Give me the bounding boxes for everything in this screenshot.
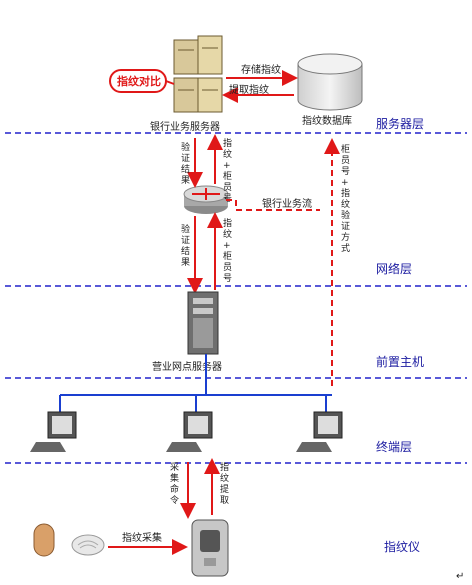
compare-bubble <box>109 69 175 93</box>
collect-command-text: 采集命令 <box>170 462 179 506</box>
layer-label-scanner: 指纹仪 <box>384 539 420 554</box>
store-fingerprint-label: 存储指纹 <box>241 63 281 76</box>
collect-fingerprint-label: 指纹采集 <box>122 531 162 544</box>
fp-extract-text: 指纹提取 <box>220 461 229 506</box>
finger-icon <box>33 523 55 557</box>
database-icon <box>297 53 363 111</box>
layer-label-server: 服务器层 <box>376 116 424 131</box>
corner-mark: ↵ <box>456 571 464 582</box>
layer-label-terminal: 终端层 <box>376 439 412 454</box>
terminal-computer-icon <box>296 411 343 452</box>
server-rack-icon <box>173 35 223 113</box>
layer-dividers <box>5 132 467 464</box>
verify-result-bottom-text: 验证结果 <box>181 223 190 268</box>
fingerprint-icon <box>71 534 105 556</box>
fingerprint-compare-label: 指纹对比 <box>117 74 161 88</box>
bank-server-label: 银行业务服务器 <box>150 120 220 133</box>
fp-teller-bottom-text: 指纹+柜员号 <box>223 217 232 284</box>
verify-result-top-text: 验证结果 <box>181 141 190 186</box>
scanner-device-icon <box>191 519 229 577</box>
terminal-computer-icon <box>166 411 213 452</box>
teller-verify-method-text: 柜员号+指纹验证方式 <box>341 143 350 254</box>
branch-server-label: 营业网点服务器 <box>152 360 222 373</box>
fingerprint-db-label: 指纹数据库 <box>302 114 352 127</box>
fp-teller-top-text: 指纹+柜员号 <box>223 137 232 204</box>
terminal-computer-icon <box>30 411 77 452</box>
extract-fingerprint-label: 提取指纹 <box>229 83 269 96</box>
router-icon <box>183 185 229 214</box>
layer-label-frontend: 前置主机 <box>376 354 424 369</box>
terminal-network-lines <box>59 354 332 412</box>
bank-flow-dashed <box>226 138 340 386</box>
layer-label-network: 网络层 <box>376 261 412 276</box>
branch-server-icon <box>187 291 219 355</box>
bank-flow-label: 银行业务流 <box>262 197 312 210</box>
